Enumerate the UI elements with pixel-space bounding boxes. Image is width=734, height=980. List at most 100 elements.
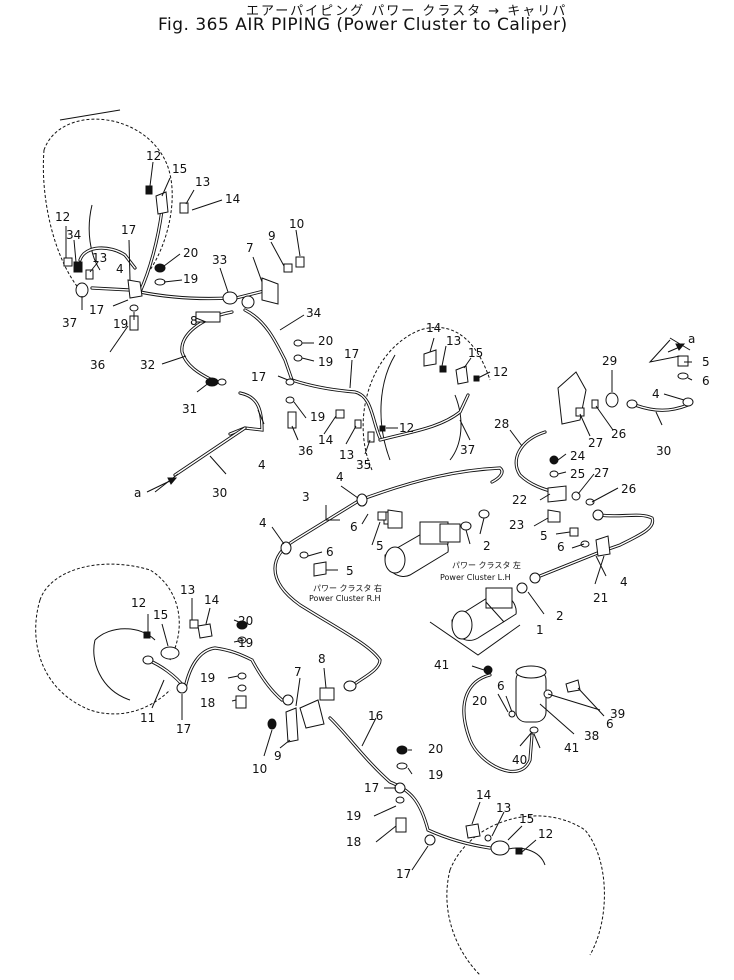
callout-17: 17 [89,303,104,317]
callout-34: 34 [306,306,321,320]
callout-19: 19 [346,809,361,823]
callout-5: 5 [346,564,354,578]
callout-13: 13 [92,251,107,265]
callout-17: 17 [396,867,411,881]
air-tank [508,665,581,734]
callout-4: 4 [336,470,344,484]
arrow-a-right [667,343,686,353]
callout-24: 24 [570,449,585,463]
callout-17: 17 [121,223,136,237]
callout-2: 2 [556,609,564,623]
callout-labels: 12 15 13 14 12 17 34 13 4 20 19 10 9 7 3… [55,149,710,881]
callout-6: 6 [702,374,710,388]
callout-40: 40 [512,753,527,767]
power-cluster-lh-jp: パワー クラスタ 左 [452,560,521,570]
callout-6: 6 [606,717,614,731]
callout-39: 39 [610,707,625,721]
callout-6: 6 [557,540,565,554]
callout-17: 17 [176,722,191,736]
callout-4: 4 [259,516,267,530]
callout-16: 16 [368,709,383,723]
callout-31: 31 [182,402,197,416]
callout-1: 1 [536,623,544,637]
callout-12: 12 [399,421,414,435]
callout-14: 14 [318,433,333,447]
callout-6: 6 [326,545,334,559]
callout-7: 7 [294,665,302,679]
callout-19: 19 [200,671,215,685]
power-cluster-lh [429,587,521,656]
callout-38: 38 [584,729,599,743]
callout-5: 5 [540,529,548,543]
tire-front-right [362,327,491,471]
callout-13: 13 [195,175,210,189]
callout-10: 10 [289,217,304,231]
callout-8: 8 [318,652,326,666]
callout-21: 21 [593,591,608,605]
callout-15: 15 [468,346,483,360]
callout-30: 30 [212,486,227,500]
callout-14: 14 [204,593,219,607]
callout-6: 6 [350,520,358,534]
callout-8: 8 [190,314,198,328]
callout-17: 17 [364,781,379,795]
callout-20: 20 [472,694,487,708]
callout-6: 6 [497,679,505,693]
callout-23: 23 [509,518,524,532]
annotations: パワー クラスタ 右 Power Cluster R.H パワー クラスタ 左 … [309,560,521,603]
tire-front-left [42,109,173,291]
callout-34: 34 [66,228,81,242]
power-cluster-lh-en: Power Cluster L.H [440,573,511,582]
callout-4: 4 [258,458,266,472]
title-japanese: エアーパイピング パワー クラスタ → キャリパ [246,4,568,19]
callout-2: 2 [483,539,491,553]
callout-12: 12 [538,827,553,841]
callout-12: 12 [131,596,146,610]
callout-4: 4 [116,262,124,276]
callout-14: 14 [476,788,491,802]
callout-20: 20 [183,246,198,260]
callout-14: 14 [426,321,441,335]
callout-33: 33 [212,253,227,267]
arrow-a-left [146,477,178,493]
leader-lines [65,161,693,871]
callout-30: 30 [656,444,671,458]
callout-25: 25 [570,467,585,481]
callout-17: 17 [344,347,359,361]
callout-13: 13 [446,334,461,348]
callout-22: 22 [512,493,527,507]
power-cluster-rh-jp: パワー クラスタ 右 [313,583,382,593]
callout-36: 36 [298,444,313,458]
title-english: Fig. 365 AIR PIPING (Power Cluster to Ca… [158,15,568,35]
callout-15: 15 [172,162,187,176]
callout-19: 19 [428,768,443,782]
callout-13: 13 [496,801,511,815]
callout-9: 9 [274,749,282,763]
callout-5: 5 [702,355,710,369]
callout-12: 12 [493,365,508,379]
callout-26: 26 [621,482,636,496]
callout-11: 11 [140,711,155,725]
callout-a: a [134,486,141,500]
callout-41: 41 [564,741,579,755]
callout-10: 10 [252,762,267,776]
callout-27: 27 [594,466,609,480]
callout-13: 13 [180,583,195,597]
callout-13: 13 [339,448,354,462]
callout-29: 29 [602,354,617,368]
power-cluster-rh [383,509,490,577]
callout-37: 37 [460,443,475,457]
callout-19: 19 [183,272,198,286]
callout-12: 12 [146,149,161,163]
callout-15: 15 [519,812,534,826]
callout-41: 41 [434,658,449,672]
callout-3: 3 [302,490,310,504]
callout-12: 12 [55,210,70,224]
callout-20: 20 [238,614,253,628]
callout-14: 14 [225,192,240,206]
callout-4: 4 [620,575,628,589]
callout-20: 20 [318,334,333,348]
callout-28: 28 [494,417,509,431]
callout-15: 15 [153,608,168,622]
